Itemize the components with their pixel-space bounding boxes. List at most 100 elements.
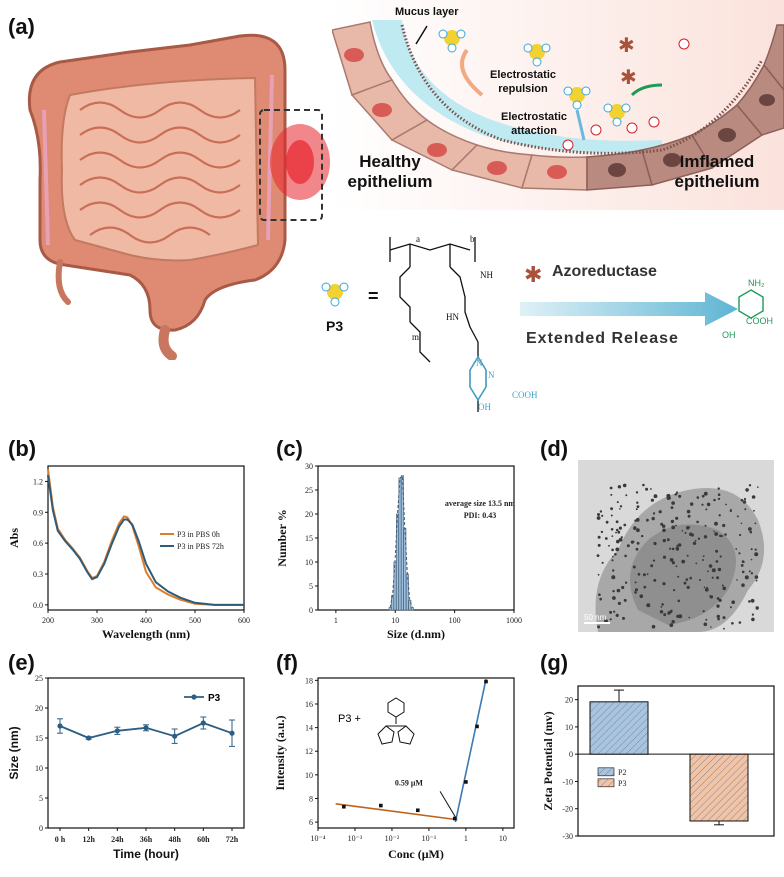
tem-particle [736, 579, 738, 581]
tem-particle [653, 578, 657, 582]
x-tick-label: 0 h [55, 835, 66, 844]
sub-a: a [416, 234, 420, 244]
tem-particle [688, 616, 690, 619]
tem-particle [597, 573, 600, 576]
tem-particle [619, 505, 623, 508]
tem-particle [716, 604, 720, 608]
tem-particle [683, 581, 687, 585]
tem-particle [675, 524, 677, 527]
tem-particle [660, 606, 663, 608]
tem-particle [711, 568, 716, 573]
tem-particle [750, 598, 755, 603]
drug-molecule [738, 289, 764, 319]
x-tick-label: 60h [197, 835, 210, 844]
x-tick-label: 100 [449, 616, 461, 625]
azo-n2-label: N [488, 370, 495, 380]
tem-particle [705, 508, 708, 511]
tem-particle [716, 576, 720, 580]
tem-particle [625, 494, 628, 497]
tem-particle [748, 570, 751, 573]
tem-particle [623, 523, 627, 527]
plot-frame [317, 677, 515, 829]
svg-text:✱: ✱ [620, 67, 637, 89]
tem-particle [670, 506, 674, 510]
y-tick-label: 0 [39, 824, 43, 833]
data-point [57, 723, 63, 729]
tem-particle [671, 501, 675, 505]
tem-particle [722, 523, 726, 528]
y-tick-label: 20 [305, 510, 313, 519]
bodipy-core [377, 717, 415, 745]
healthy-epithelium-label: Healthy epithelium [347, 152, 433, 191]
tem-particle [661, 603, 664, 606]
tem-particle [624, 581, 628, 584]
tem-particle [675, 565, 678, 568]
tem-particle [750, 558, 753, 561]
azo-n1-label: N [476, 358, 483, 368]
tem-particle [689, 532, 693, 537]
tem-particle [714, 532, 719, 536]
tem-particle [744, 575, 749, 580]
tem-particle [722, 616, 726, 620]
tem-particle [650, 498, 654, 502]
tem-particle [702, 610, 705, 613]
tem-particle [618, 537, 623, 542]
tem-particle [740, 564, 744, 567]
tem-particle [611, 575, 616, 580]
tem-particle [740, 498, 744, 502]
azoreductase-star-icon: ✱ [524, 262, 543, 287]
histogram-bar [398, 477, 402, 611]
tem-particle [639, 594, 644, 598]
data-point [143, 725, 149, 731]
extended-release-label: Extended Release [526, 330, 679, 347]
tem-particle [715, 549, 719, 553]
tem-particle [736, 515, 739, 518]
azoreductase-label: Azoreductase [552, 263, 657, 280]
tem-particle [653, 541, 657, 546]
tem-particle [636, 541, 640, 545]
y-tick-label: 8 [309, 794, 313, 803]
y-tick-label: 15 [305, 534, 313, 543]
tem-particle [675, 491, 679, 494]
x-tick-label: 10⁻² [385, 834, 400, 843]
x-axis-title: Wavelength (nm) [102, 627, 190, 641]
tem-particle [754, 522, 757, 525]
tem-particle [615, 528, 619, 532]
y-axis-title: Intensity (a.u.) [273, 715, 287, 790]
tem-particle [653, 494, 658, 499]
x-tick-label: 1 [464, 834, 468, 843]
sub-b: b [470, 234, 475, 244]
y-axis-title: Size (nm) [7, 726, 21, 779]
tem-image: 50 nm [578, 460, 774, 632]
tem-particle [696, 520, 699, 524]
y-tick-label: -20 [562, 805, 573, 814]
x-axis-title: Size (d.nm) [387, 627, 445, 641]
tem-particle [633, 527, 636, 530]
y-tick-label: 0.9 [33, 508, 43, 517]
tem-particle [646, 603, 651, 608]
tem-particle [704, 587, 709, 592]
bar-p2 [589, 701, 649, 755]
tem-particle [651, 516, 655, 521]
tem-particle [662, 528, 666, 533]
tem-particle [620, 536, 623, 539]
tem-particle [662, 582, 666, 586]
tem-particle [719, 555, 722, 558]
tem-particle [725, 503, 727, 506]
data-point [475, 724, 479, 729]
tem-particle [610, 528, 614, 531]
intestine-illustration [27, 33, 330, 360]
tem-particle [681, 529, 684, 532]
y-tick-label: 0.0 [33, 601, 43, 610]
tem-particle [636, 505, 640, 508]
y-tick-label: 10 [305, 771, 313, 780]
tem-particle [742, 560, 745, 564]
tem-particle [750, 548, 753, 551]
tem-particle [719, 534, 722, 538]
legend-label-p2: P2 [618, 768, 626, 777]
tem-particle [669, 623, 674, 628]
y-tick-label: 25 [305, 486, 313, 495]
